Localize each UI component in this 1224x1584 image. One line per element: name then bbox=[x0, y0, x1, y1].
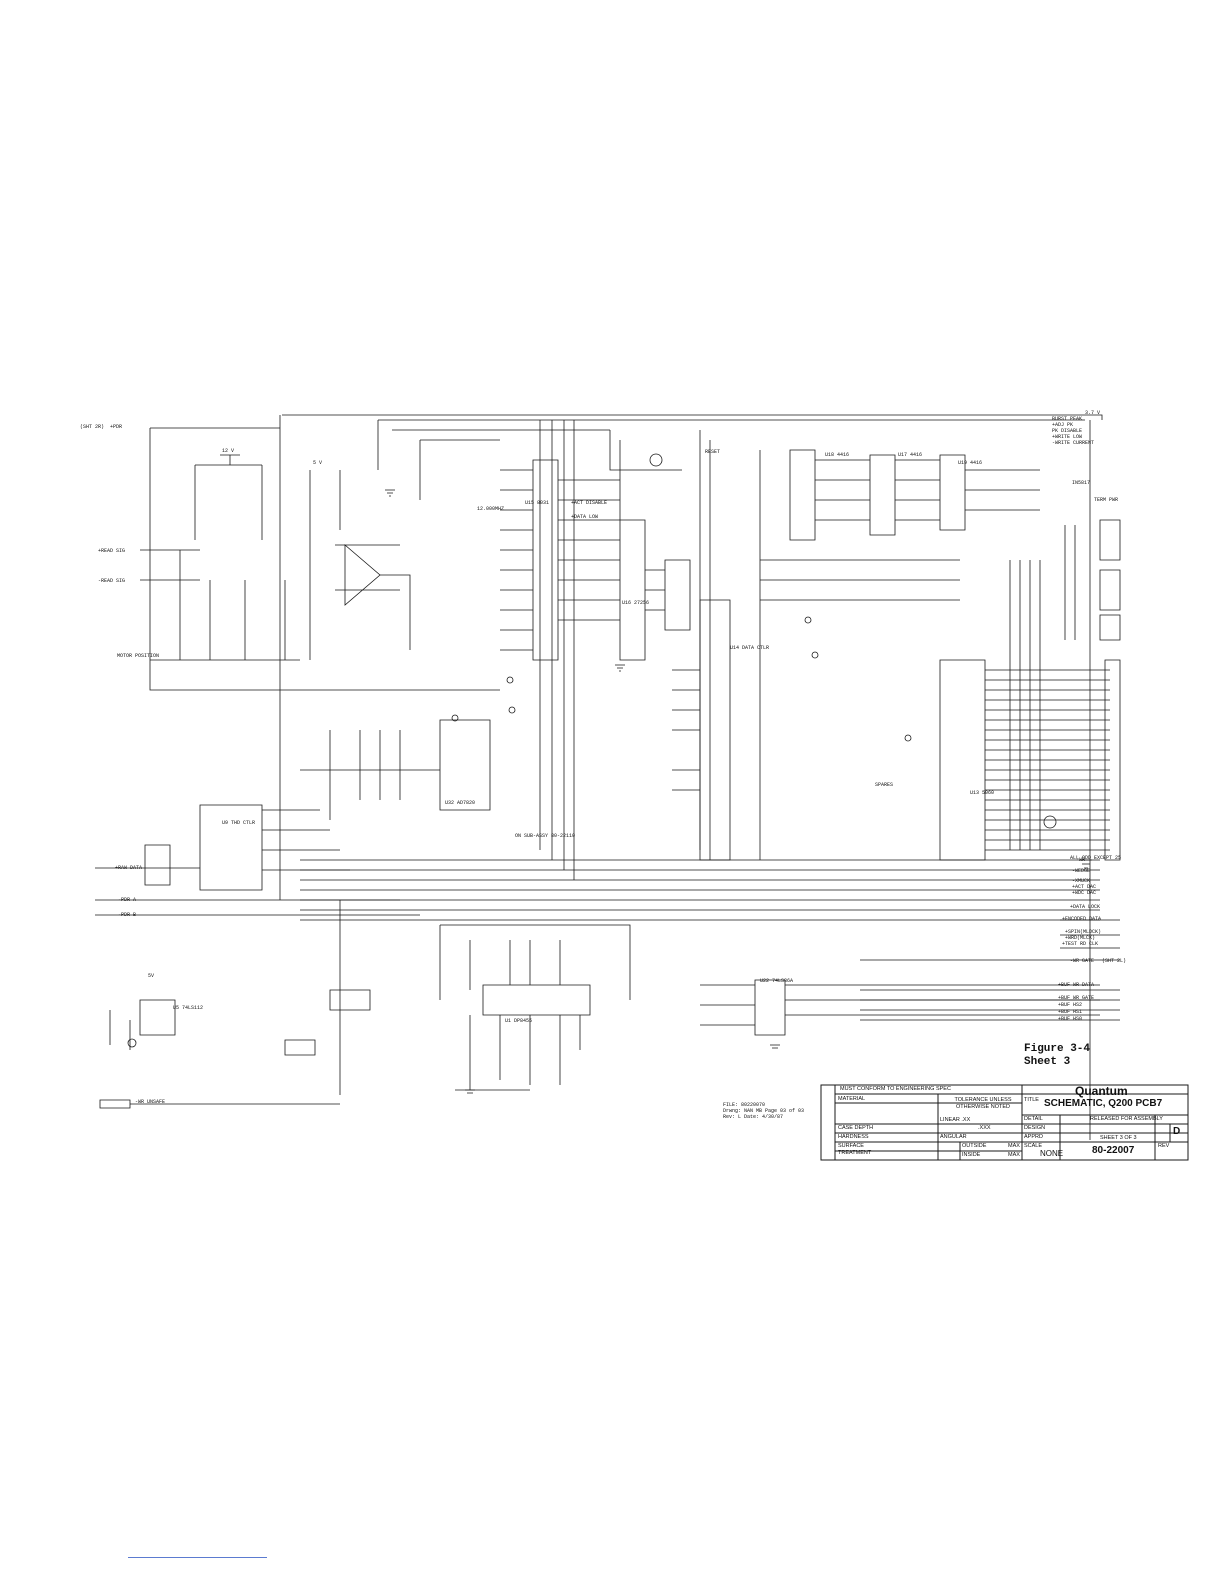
figure-caption: Figure 3-4 Sheet 3 bbox=[1024, 1043, 1090, 1069]
sheet-ref-2l: (SHT 2L) bbox=[1102, 958, 1127, 964]
chip-u19: U19 4416 bbox=[958, 460, 983, 466]
net-pdr: +PDR bbox=[110, 424, 123, 430]
chip-u32: U32 AD7820 bbox=[445, 800, 476, 806]
net-adj-pk: +ADJ PK bbox=[1052, 422, 1074, 428]
footer-rule bbox=[128, 1557, 267, 1558]
file-info-line3: Rev: L Date: 4/30/87 bbox=[723, 1114, 784, 1120]
net-write-current: -WRITE CURRENT bbox=[1052, 440, 1095, 446]
chip-u15: U15 8031 bbox=[525, 500, 550, 506]
angular-label: ANGULAR bbox=[940, 1134, 967, 1140]
tolerance-note: TOLERANCE UNLESS OTHERWISE NOTED bbox=[954, 1097, 1012, 1110]
scale-label: SCALE bbox=[1024, 1143, 1043, 1149]
surface-label: SURFACE TREATMENT bbox=[838, 1143, 872, 1156]
chip-u22: U22 74LS86A bbox=[760, 978, 794, 984]
chip-u18: U18 4416 bbox=[825, 452, 850, 458]
title-block-frame bbox=[820, 1084, 1189, 1161]
net-test-rd-clk: +TEST RD CLK bbox=[1062, 941, 1099, 947]
net-write-low: +WRITE LOW bbox=[1052, 434, 1083, 440]
net-pk-disable: PK DISABLE bbox=[1052, 428, 1083, 434]
chip-u17: U17 4416 bbox=[898, 452, 923, 458]
linear-label-2: .XXX bbox=[978, 1125, 991, 1131]
drawing-title: SCHEMATIC, Q200 PCB7 bbox=[1044, 1098, 1163, 1109]
supply-5v-a: 5 V bbox=[313, 460, 323, 466]
company-logo: Quantum bbox=[1075, 1084, 1128, 1098]
inside-label: INSIDE bbox=[962, 1152, 981, 1158]
net-burst-peak: BURST PEAK bbox=[1052, 416, 1083, 422]
net-spin: +SPIN(MLDCK) bbox=[1065, 929, 1102, 935]
net-data-low: +DATA LOW bbox=[571, 514, 599, 520]
chip-u9: U9 THD CTLR bbox=[222, 820, 256, 826]
file-info-line1: FILE: 80220070 bbox=[723, 1102, 766, 1108]
label-spares: SPARES bbox=[875, 782, 894, 788]
net-data-lock: +DATA LOCK bbox=[1070, 904, 1101, 910]
net-buf-wr-gate: +BUF WR GATE bbox=[1058, 995, 1095, 1001]
chip-u1: U1 DP8455 bbox=[505, 1018, 533, 1024]
supply-5v-b: 5V bbox=[148, 973, 155, 979]
chip-u5: U5 74LS112 bbox=[173, 1005, 204, 1011]
net-wr-gate: -WR GATE bbox=[1070, 958, 1095, 964]
figure-sheet: Sheet 3 bbox=[1024, 1056, 1071, 1068]
net-buf-hs2: +BUF HS2 bbox=[1058, 1002, 1083, 1008]
label-sub-assy: ON SUB-ASSY 80-22110 bbox=[515, 833, 576, 839]
file-info-line2: Drwng: NAN MB Page 03 of 03 bbox=[723, 1108, 805, 1114]
net-pdr-a: -PDR A bbox=[118, 897, 137, 903]
spec-note: MUST CONFORM TO ENGINEERING SPEC bbox=[840, 1086, 951, 1092]
title-label: TITLE bbox=[1024, 1097, 1039, 1103]
net-buf-hs1: +BUF HS1 bbox=[1058, 1009, 1083, 1015]
outside-label: OUTSIDE bbox=[962, 1143, 987, 1149]
net-raw-data: +RAW DATA bbox=[115, 865, 143, 871]
net-reset: RESET bbox=[705, 449, 721, 455]
net-term-pwr: TERM PWR bbox=[1094, 497, 1119, 503]
crystal-freq: 12.000MHZ bbox=[477, 506, 505, 512]
size-letter: D bbox=[1173, 1126, 1181, 1137]
document-number: 80-22007 bbox=[1092, 1145, 1135, 1156]
net-wdc-dac: +WDC DAC bbox=[1072, 890, 1097, 896]
case-depth-label: CASE DEPTH bbox=[838, 1125, 874, 1131]
net-read-sig-plus: +READ SIG bbox=[98, 548, 126, 554]
supply-12v: 12 V bbox=[222, 448, 235, 454]
net-wr-unsafe: -WR UNSAFE bbox=[135, 1099, 166, 1105]
material-label: MATERIAL bbox=[838, 1096, 866, 1102]
net-wr: -WR bbox=[1076, 857, 1086, 863]
detail-label: DETAIL bbox=[1024, 1116, 1043, 1122]
net-motor-position: MOTOR POSITION bbox=[117, 653, 160, 659]
net-encoded-data: +ENCODED DATA bbox=[1062, 916, 1102, 922]
net-buf-wr-data: +BUF WR DATA bbox=[1058, 982, 1095, 988]
rev-label: REV bbox=[1158, 1143, 1170, 1149]
label-all-odd: ALL ODD EXCEPT 25 bbox=[1070, 855, 1122, 861]
net-xmuck: -XMUCK bbox=[1072, 878, 1091, 884]
scale-value: NONE bbox=[1040, 1149, 1064, 1158]
net-read-sig-minus: -READ SIG bbox=[98, 578, 126, 584]
max-label-1: MAX bbox=[1008, 1143, 1020, 1149]
max-label-2: MAX bbox=[1008, 1152, 1020, 1158]
diode-in5817: IN5817 bbox=[1072, 480, 1091, 486]
sheet-label: SHEET 3 OF 3 bbox=[1100, 1135, 1137, 1141]
net-buf-hs0: +BUF HS0 bbox=[1058, 1016, 1083, 1022]
released-label: RELEASED FOR ASSEMBLY bbox=[1090, 1116, 1163, 1122]
net-wedge: -WEDGE bbox=[1072, 868, 1091, 874]
approved-label: APPRD bbox=[1024, 1134, 1043, 1140]
design-label: DESIGN bbox=[1024, 1125, 1046, 1131]
supply-37v: 3.7 V bbox=[1085, 410, 1101, 416]
figure-number: Figure 3-4 bbox=[1024, 1043, 1091, 1055]
linear-label: LINEAR .XX bbox=[940, 1117, 971, 1123]
net-wrd-clk: +WRD(MLCK) bbox=[1065, 935, 1096, 941]
chip-u13: U13 5060 bbox=[970, 790, 995, 796]
hardness-label: HARDNESS bbox=[838, 1134, 869, 1140]
net-act-dac: +ACT DAC bbox=[1072, 884, 1097, 890]
net-act-disable: +ACT DISABLE bbox=[571, 500, 608, 506]
net-pdr-b: -PDR B bbox=[118, 912, 137, 918]
sheet-ref-pdr: (SHT 2R) bbox=[80, 424, 105, 430]
chip-u14: U14 DATA CTLR bbox=[730, 645, 770, 651]
chip-u16: U16 27256 bbox=[622, 600, 650, 606]
